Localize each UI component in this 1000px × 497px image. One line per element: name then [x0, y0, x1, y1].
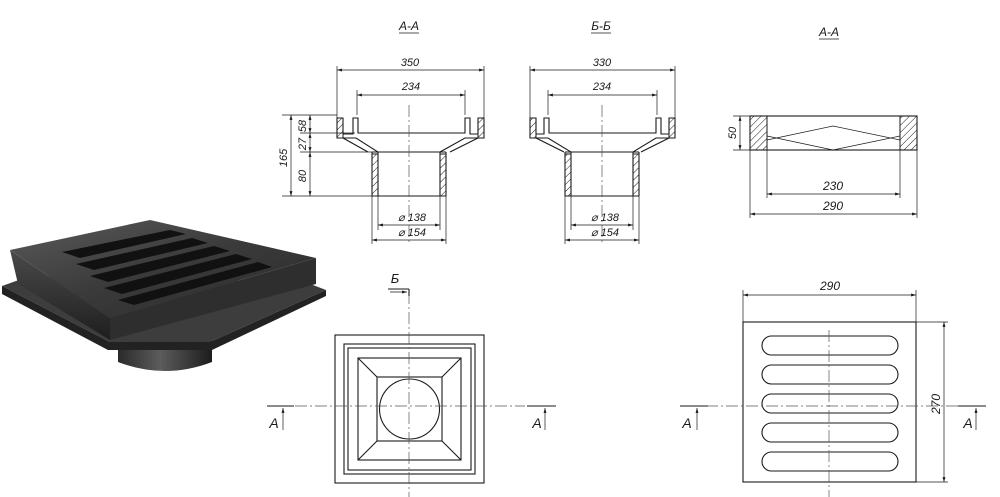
mark-a-right: А [531, 415, 541, 431]
dim-50: 50 [727, 126, 739, 139]
grate-slot [761, 364, 899, 385]
dim-290: 290 [822, 199, 843, 213]
dim-230: 230 [822, 179, 843, 193]
dim-d138-b: ⌀ 138 [591, 212, 620, 224]
grate-slot [761, 335, 899, 356]
grate-slot [761, 393, 899, 414]
section-left: А-А 350 234 165 58 [278, 19, 485, 245]
dim-330: 330 [593, 57, 612, 69]
dim-270: 270 [929, 394, 943, 415]
grate-slots [761, 335, 899, 472]
mark-a-left: А [268, 415, 278, 431]
dim-165: 165 [278, 148, 290, 167]
dim-d138: ⌀ 138 [398, 212, 427, 224]
dim-d154: ⌀ 154 [398, 227, 426, 239]
dim-58: 58 [297, 119, 309, 132]
dim-234: 234 [401, 81, 420, 93]
section-title-left: А-А [398, 19, 419, 33]
grate-section: А-А 50 230 290 [727, 25, 918, 218]
dim-234-b: 234 [592, 81, 611, 93]
section-title-middle: Б-Б [591, 19, 611, 33]
section-title-right: А-А [818, 25, 839, 39]
grate-slot [761, 451, 899, 472]
product-photo [2, 220, 326, 371]
mark-b: Б [391, 271, 400, 286]
grate-plan: 290 270 А А [680, 279, 986, 497]
dim-290-plan: 290 [819, 279, 840, 293]
dim-27: 27 [297, 137, 309, 151]
dim-80: 80 [297, 169, 309, 182]
plan-view: Б А А [267, 271, 556, 497]
dim-350: 350 [401, 57, 420, 69]
grate-slot [761, 422, 899, 443]
dim-d154-b: ⌀ 154 [591, 227, 619, 239]
section-middle: Б-Б 330 234 ⌀ 138 ⌀ 154 [529, 19, 676, 245]
mark-a-grate-right: А [962, 415, 972, 431]
mark-a-grate-left: А [681, 415, 691, 431]
